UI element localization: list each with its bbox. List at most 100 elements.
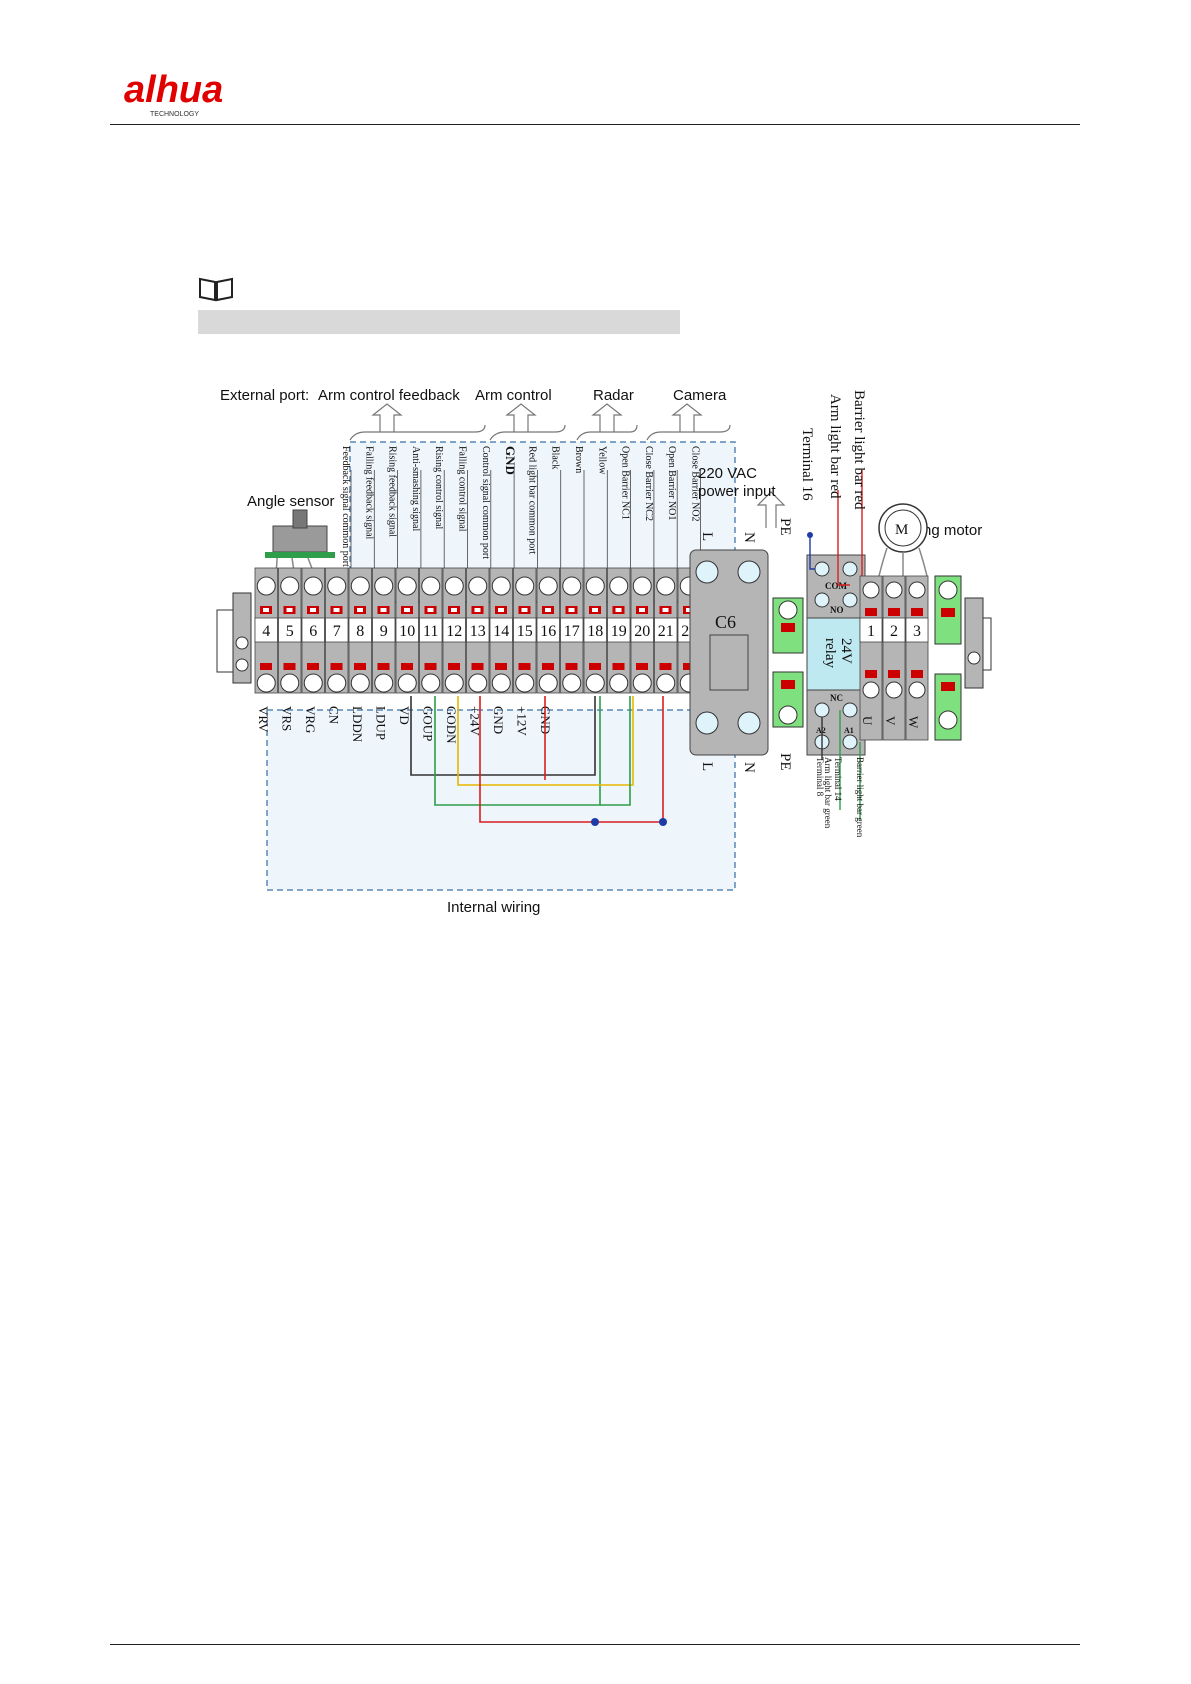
top-signal-label: GND — [503, 446, 518, 475]
terminal-number: 14 — [493, 623, 509, 640]
arm-green-label: Arm light bar green — [823, 757, 833, 829]
power-l-top: L — [699, 532, 715, 541]
angle-sensor — [265, 509, 335, 591]
relay-a2: A2 — [816, 726, 826, 735]
terminal-number: 15 — [517, 623, 533, 640]
terminal-21: 21 — [654, 567, 678, 694]
terminal8-label: Terminal 8 — [815, 757, 825, 797]
terminal-13: 13 — [466, 567, 490, 694]
bottom-terminal-label: GOUP — [421, 706, 436, 741]
dahua-logo: alhua TECHNOLOGY — [124, 69, 223, 118]
motor-phase-label: W — [906, 716, 921, 729]
logo-subtext: TECHNOLOGY — [150, 111, 199, 118]
arrow-arm-control — [489, 424, 566, 441]
terminal-8: 8 — [348, 567, 372, 694]
bottom-terminal-label: VD — [397, 706, 412, 725]
terminal-number: 20 — [634, 623, 650, 640]
top-signal-label: Red light bar common port — [526, 446, 537, 555]
terminal-9: 9 — [372, 567, 396, 694]
top-signal-label: Rising control signal — [433, 446, 444, 530]
top-signal-label: Close Barrier NO2 — [690, 446, 701, 522]
bottom-terminal-label: +24V — [468, 706, 483, 736]
terminal-number: 12 — [446, 623, 462, 640]
power-n-bottom: N — [741, 762, 757, 773]
relay-no: NO — [830, 605, 844, 615]
terminal-number: 4 — [262, 623, 270, 640]
bottom-terminal-label: VRV — [256, 706, 271, 733]
terminal-number: 6 — [309, 623, 317, 640]
terminal-number: 18 — [587, 623, 603, 640]
terminal-18: 18 — [583, 567, 607, 694]
top-signal-label: Feedback signal common port — [340, 446, 351, 567]
svg-text:relay: relay — [822, 638, 838, 668]
motor-terminal-number: 3 — [913, 623, 921, 640]
motor-terminal-2: 2 — [882, 575, 906, 741]
terminal-number: 11 — [423, 623, 438, 640]
radar-label: Radar — [593, 387, 634, 404]
pe-top: PE — [777, 518, 793, 536]
motor-terminal-number: 1 — [867, 623, 875, 640]
arrow-camera — [646, 424, 731, 441]
top-signal-label: Rising feedback signal — [387, 446, 398, 537]
internal-wires — [410, 696, 667, 826]
motor-terminal-number: 2 — [890, 623, 898, 640]
terminal-number: 8 — [356, 623, 364, 640]
motor-terminal-3: 3 — [905, 575, 929, 741]
internal-wiring-label: Internal wiring — [447, 899, 540, 916]
top-signal-label: Falling feedback signal — [363, 446, 374, 540]
camera-label: Camera — [673, 387, 727, 404]
top-signal-label: Brown — [573, 446, 584, 473]
right-end-block — [934, 575, 992, 741]
terminal-14: 14 — [489, 567, 513, 694]
top-signal-label: Close Barrier NC2 — [643, 446, 654, 521]
top-signal-label: Falling control signal — [457, 446, 468, 532]
motor-symbol: M — [895, 522, 908, 538]
terminal-number: 17 — [564, 623, 580, 640]
arm-red-label: Arm light bar red — [827, 394, 843, 499]
relay-24v: COM NO NC A2 A1 24V relay — [806, 554, 866, 756]
terminal16-label: Terminal 16 — [799, 428, 815, 501]
terminal-number: 13 — [470, 623, 486, 640]
motor-phase-label: V — [883, 716, 898, 726]
terminal-number: 19 — [611, 623, 627, 640]
terminal-6: 6 — [301, 567, 325, 694]
terminal-4: 4 — [254, 567, 278, 694]
svg-text:power input: power input — [698, 483, 776, 500]
terminal-15: 15 — [513, 567, 537, 694]
wiring-diagram: External port: Arm control feedback Arm … — [216, 387, 992, 916]
arm-feedback-label: Arm control feedback — [318, 387, 460, 404]
terminal-7: 7 — [325, 567, 349, 694]
book-icon — [199, 277, 233, 302]
top-signal-label: Control signal common port — [480, 446, 491, 559]
terminal-12: 12 — [442, 567, 466, 694]
note-bar — [198, 310, 680, 334]
terminal-number: 9 — [380, 623, 388, 640]
logo-text: alhua — [124, 69, 223, 111]
circuit-breaker: C6 — [689, 549, 769, 756]
terminal14-label: Terminal 14 — [833, 757, 843, 801]
terminal-number: 5 — [286, 623, 294, 640]
bottom-terminal-label: GND — [491, 706, 506, 734]
power-l-bottom: L — [699, 762, 715, 771]
top-signal-label: Yellow — [596, 446, 607, 475]
relay-nc: NC — [830, 693, 843, 703]
terminal-16: 16 — [536, 567, 560, 694]
bottom-terminal-label: LDUP — [374, 706, 389, 740]
top-signal-label: Anti-smashing signal — [410, 446, 421, 531]
angle-sensor-label: Angle sensor — [247, 493, 335, 510]
pe-bottom: PE — [777, 753, 793, 771]
power-input-label: 220 VAC power input — [698, 465, 776, 500]
svg-text:220 VAC: 220 VAC — [698, 465, 757, 482]
footer-rule — [110, 1644, 1080, 1645]
top-signal-label: Black — [550, 446, 561, 469]
barrier-green-label: Barrier light bar green — [855, 757, 865, 838]
internal-wiring-region — [266, 709, 736, 891]
terminal-number: 10 — [399, 623, 415, 640]
header-rule — [110, 124, 1080, 125]
power-n-top: N — [741, 532, 757, 543]
svg-text:24V: 24V — [838, 638, 854, 664]
bottom-terminal-label: CN — [327, 706, 342, 725]
terminal-10: 10 — [395, 567, 419, 694]
pe-terminals — [772, 597, 804, 728]
motor-phase-label: U — [860, 716, 875, 726]
